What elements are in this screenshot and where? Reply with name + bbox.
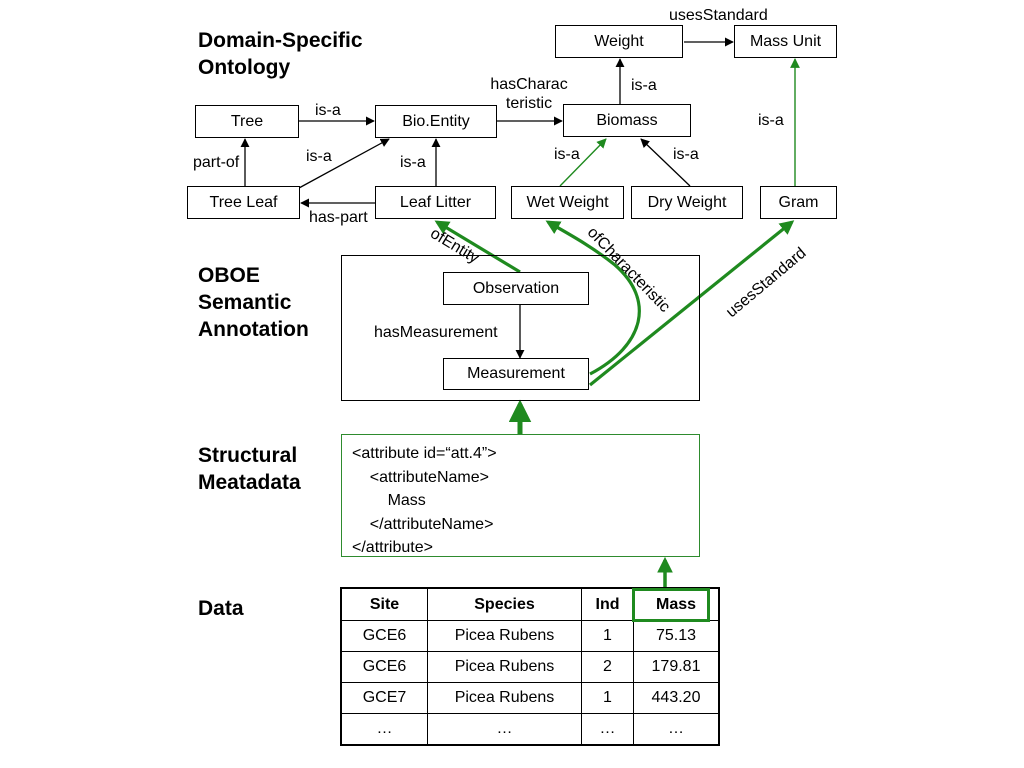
node-dry-weight: Dry Weight	[631, 186, 743, 219]
section-title-domain-ontology: Domain-Specific Ontology	[198, 27, 363, 81]
node-gram: Gram	[760, 186, 837, 219]
section-title-line: Meatadata	[198, 471, 301, 494]
label-has-part: has-part	[309, 209, 368, 226]
metadata-line: <attribute id=“att.4”>	[352, 445, 497, 462]
metadata-line: </attribute>	[352, 539, 433, 556]
data-table: Site Species Ind Mass GCE6 Picea Rubens …	[340, 587, 720, 746]
table-header-row: Site Species Ind Mass	[340, 587, 720, 621]
table-cell: …	[427, 713, 582, 746]
table-cell: …	[633, 713, 720, 746]
edge-wetwt-biomass	[559, 138, 607, 187]
label-line: hasCharac	[490, 76, 568, 93]
edge-meas-wetweight	[545, 220, 641, 376]
node-biomass: Biomass	[563, 104, 691, 137]
label-line: teristic	[505, 95, 553, 112]
label-is-a-treeleaf: is-a	[306, 148, 332, 165]
table-cell: 1	[581, 682, 634, 714]
structural-metadata-box: <attribute id=“att.4”> <attributeName> M…	[341, 434, 700, 557]
table-cell: GCE6	[340, 620, 428, 652]
label-is-a-weight: is-a	[631, 77, 657, 94]
node-leaf-litter: Leaf Litter	[375, 186, 496, 219]
label-is-a-wetweight: is-a	[554, 146, 580, 163]
table-cell: Picea Rubens	[427, 682, 582, 714]
metadata-line: Mass	[352, 492, 426, 509]
table-cell: 75.13	[633, 620, 720, 652]
table-cell: 2	[581, 651, 634, 683]
edge-obs-leaflitter	[434, 220, 521, 274]
node-bio-entity: Bio.Entity	[375, 105, 497, 138]
label-part-of: part-of	[193, 154, 240, 171]
table-row: GCE6 Picea Rubens 1 75.13	[340, 620, 720, 652]
table-cell: Picea Rubens	[427, 620, 582, 652]
column-header-ind: Ind	[581, 587, 634, 621]
edge-drywt-biomass	[640, 138, 691, 187]
section-title-oboe: OBOE Semantic Annotation	[198, 262, 309, 343]
node-weight: Weight	[555, 25, 683, 58]
section-title-line: Domain-Specific	[198, 29, 363, 52]
label-is-a-tree: is-a	[315, 102, 341, 119]
section-title-line: Ontology	[198, 56, 291, 79]
label-uses-standard: usesStandard	[669, 7, 768, 24]
node-tree-leaf: Tree Leaf	[187, 186, 300, 219]
table-cell: 443.20	[633, 682, 720, 714]
node-measurement: Measurement	[443, 358, 589, 390]
node-tree: Tree	[195, 105, 299, 138]
node-mass-unit: Mass Unit	[734, 25, 837, 58]
table-row: GCE7 Picea Rubens 1 443.20	[340, 682, 720, 714]
table-row: GCE6 Picea Rubens 2 179.81	[340, 651, 720, 683]
section-title-structural: Structural Meatadata	[198, 442, 301, 496]
column-header-mass: Mass	[633, 587, 720, 621]
section-title-line: Annotation	[198, 318, 309, 341]
table-cell: GCE6	[340, 651, 428, 683]
section-title-line: Structural	[198, 444, 298, 467]
label-is-a-leaflitter: is-a	[400, 154, 426, 171]
section-title-data: Data	[198, 597, 244, 620]
node-observation: Observation	[443, 272, 589, 305]
column-header-species: Species	[427, 587, 582, 621]
table-cell: …	[581, 713, 634, 746]
table-cell: 179.81	[633, 651, 720, 683]
edge-treeleaf-bioentity	[298, 138, 390, 189]
column-header-site: Site	[340, 587, 428, 621]
mass-column-highlight	[632, 588, 710, 622]
table-cell: GCE7	[340, 682, 428, 714]
table-cell: …	[340, 713, 428, 746]
label-has-measurement: hasMeasurement	[374, 324, 498, 341]
metadata-line: <attributeName>	[352, 468, 489, 486]
metadata-line: </attributeName>	[352, 515, 494, 533]
label-is-a-gram: is-a	[758, 112, 784, 129]
table-row: … … … …	[340, 713, 720, 746]
table-cell: 1	[581, 620, 634, 652]
label-has-characteristic: hasCharac teristic	[484, 75, 574, 113]
oboe-annotation-box	[341, 255, 700, 401]
section-title-line: OBOE	[198, 264, 260, 287]
label-is-a-dryweight: is-a	[673, 146, 699, 163]
table-cell: Picea Rubens	[427, 651, 582, 683]
node-wet-weight: Wet Weight	[511, 186, 624, 219]
edge-meas-gram	[588, 220, 795, 387]
section-title-line: Semantic	[198, 291, 292, 314]
